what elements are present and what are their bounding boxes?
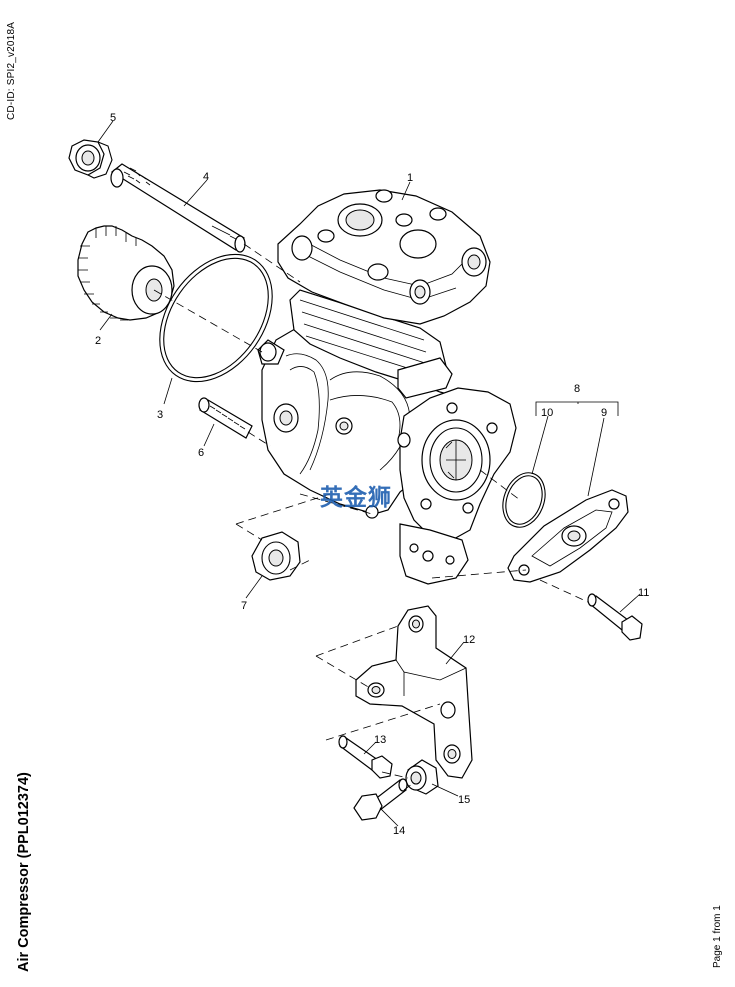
callout-3: 3 [157,409,163,421]
part-15-spacer[interactable] [405,759,439,795]
callout-14: 14 [393,825,405,837]
part-7-nut[interactable] [251,531,301,581]
callout-1: 1 [407,172,413,184]
callout-13: 13 [374,734,386,746]
assembly-lines [153,243,589,791]
callout-4: 4 [203,171,209,183]
part-4-stud[interactable] [110,163,246,253]
callout-11: 11 [638,587,649,599]
callout-labels: 1 2 3 4 5 6 7 8 9 10 11 12 13 14 15 [95,112,649,837]
part-12-bracket[interactable] [355,605,473,779]
callout-5: 5 [110,112,116,124]
part-5-nut[interactable] [68,139,113,179]
part-14-bolt[interactable] [353,778,408,821]
callout-15: 15 [458,794,470,806]
part-1-compressor[interactable] [257,189,517,585]
callout-2: 2 [95,335,101,347]
part-9-cover-plate[interactable] [507,489,629,583]
part-3-o-ring[interactable] [137,233,296,403]
part-10-o-ring[interactable] [496,467,553,533]
part-6-stud[interactable] [198,397,253,439]
part-11-bolt[interactable] [587,593,643,641]
callout-6: 6 [198,447,204,459]
callout-8: 8 [574,383,580,395]
part-2-gear[interactable] [77,225,175,321]
callout-7: 7 [241,600,247,612]
callout-10: 10 [541,407,553,419]
leader-lines [97,120,641,827]
callout-9: 9 [601,407,607,419]
watermark: 英金狮 [320,484,392,510]
callout-12: 12 [463,634,475,646]
part-13-bolt[interactable] [338,735,393,779]
